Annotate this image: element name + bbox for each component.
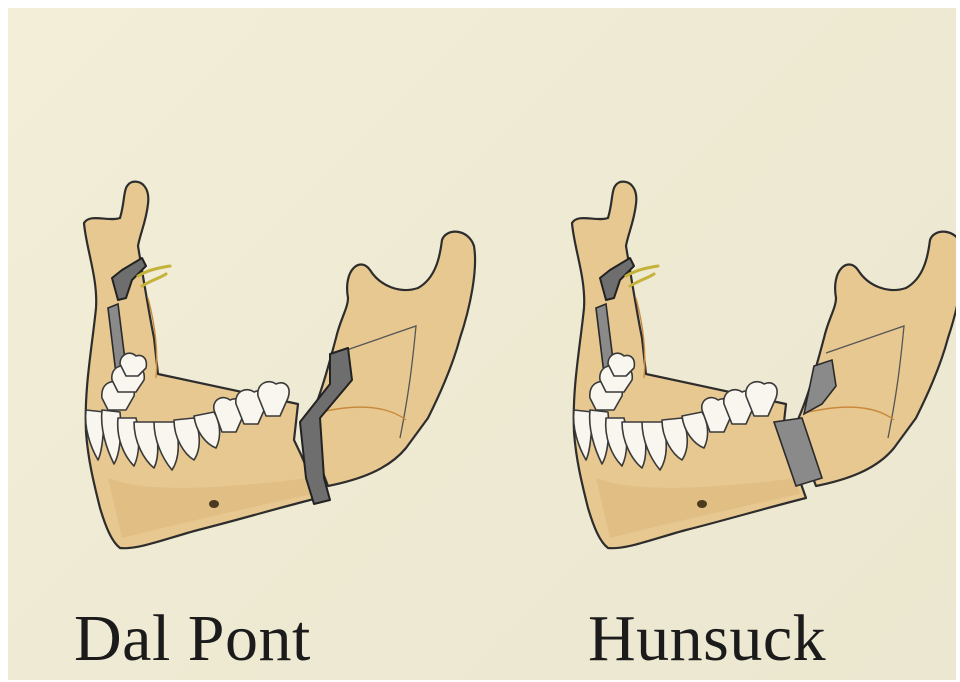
mandible-illustrations (8, 8, 956, 608)
drawing-sheet: Dal Pont Hunsuck (8, 8, 956, 680)
hunsuck-label: Hunsuck (588, 606, 826, 672)
dal-pont-mandible (84, 182, 475, 549)
hunsuck-mandible (572, 182, 956, 549)
dal-pont-label: Dal Pont (74, 606, 311, 672)
